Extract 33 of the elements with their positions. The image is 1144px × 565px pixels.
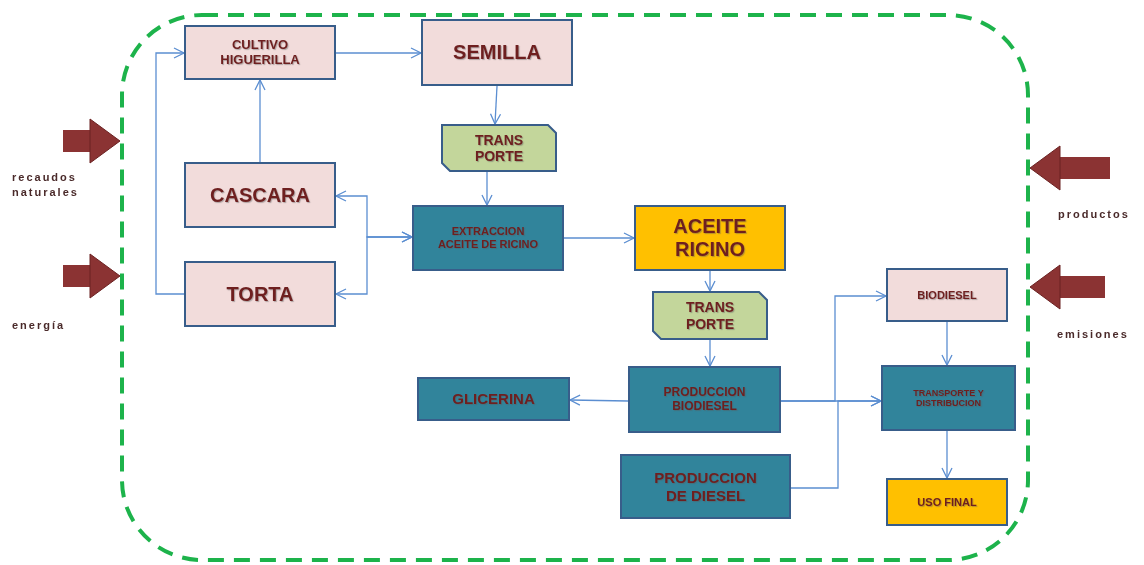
side-label: recaudos naturales — [12, 170, 80, 201]
product-box — [886, 478, 1008, 526]
node-label: TRANS PORTE — [684, 299, 736, 332]
node-label: BIODIESEL — [916, 288, 978, 302]
node-label: CULTIVO HIGUERILLA — [219, 37, 301, 68]
process-box — [184, 261, 336, 327]
process-box — [620, 454, 791, 519]
product-box — [886, 268, 1008, 322]
side-label: productos — [1058, 207, 1131, 222]
node-label: SEMILLA — [452, 41, 542, 64]
node-label: ACEITE RICINO — [672, 215, 748, 261]
process-box — [881, 365, 1016, 431]
node-label: TRANSPORTE Y DISTRIBUCION — [912, 387, 985, 409]
transport-shape — [441, 124, 557, 172]
node-label: TORTA — [225, 282, 295, 306]
node-label: USO FINAL — [916, 495, 978, 509]
system-boundary — [120, 13, 1030, 562]
process-box — [421, 19, 573, 86]
node-label: EXTRACCION ACEITE DE RICINO — [436, 225, 540, 251]
process-box — [184, 162, 336, 228]
node-label: CASCARA — [209, 183, 311, 207]
process-box — [628, 366, 781, 433]
process-box — [412, 205, 564, 271]
process-box — [184, 25, 336, 80]
transport-shape — [652, 291, 768, 340]
node-label: PRODUCCION DE DIESEL — [653, 469, 758, 504]
node-label: GLICERINA — [451, 390, 536, 408]
side-label: emisiones — [1057, 327, 1130, 342]
process-box — [417, 377, 570, 421]
node-label: PRODUCCION BIODIESEL — [662, 385, 747, 414]
product-box — [634, 205, 786, 271]
side-label: energía — [12, 318, 67, 333]
node-label: TRANS PORTE — [473, 131, 525, 165]
